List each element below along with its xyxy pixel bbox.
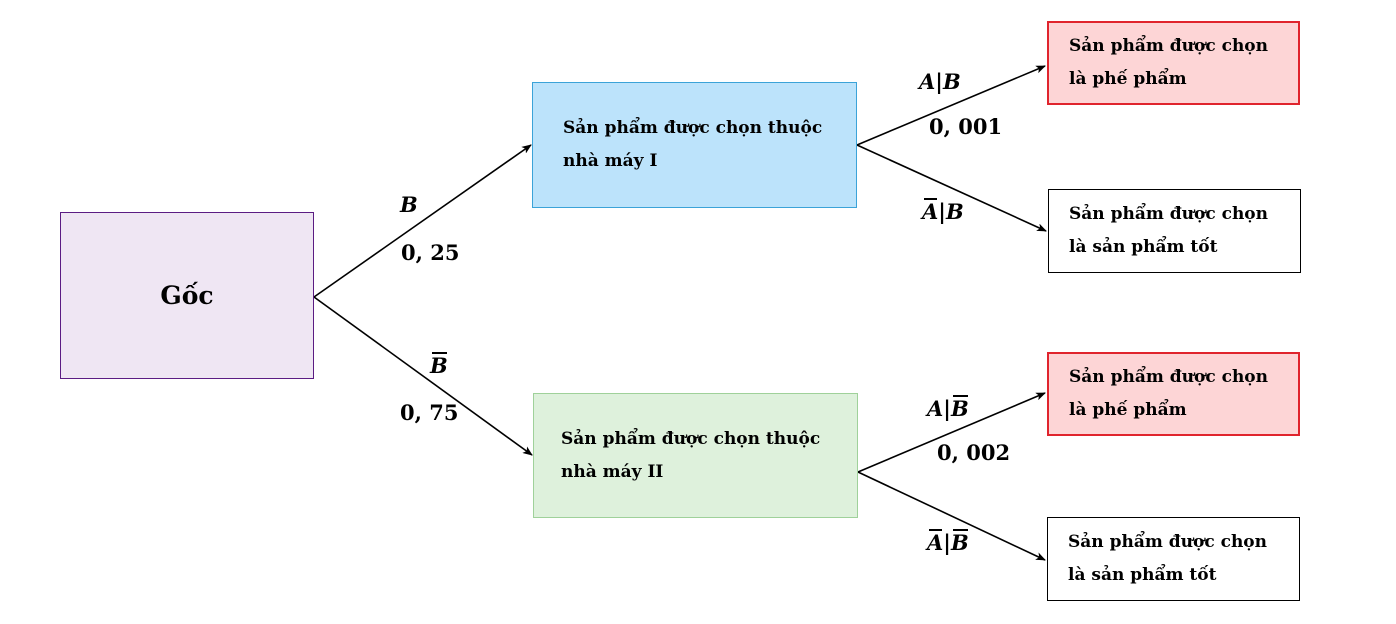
edge-label-abar-given-b: A|B <box>922 198 964 224</box>
leaf-factory1-good: Sản phẩm được chọn là sản phẩm tốt <box>1048 189 1301 273</box>
edge-label-b-bar-event: B <box>430 352 448 378</box>
label-abar-given-bbar-sep: | <box>943 530 951 555</box>
leaf-1-line2: là phế phẩm <box>1069 69 1187 89</box>
node-factory-1: Sản phẩm được chọn thuộc nhà máy I <box>532 82 857 208</box>
node-factory-2-line2: nhà máy II <box>561 461 664 482</box>
label-abar-given-b-a: A <box>922 198 939 224</box>
edge-label-a-given-b: A|B <box>919 69 961 94</box>
edge-label-b-bar: B <box>430 352 448 378</box>
root-label: Gốc <box>160 281 214 310</box>
label-abar-given-b-b: B <box>945 199 964 224</box>
leaf-2-line1: Sản phẩm được chọn <box>1069 204 1269 224</box>
root-node: Gốc <box>60 212 314 379</box>
leaf-factory2-defect: Sản phẩm được chọn là phế phẩm <box>1047 352 1300 436</box>
label-a-given-b-sep: | <box>935 69 943 94</box>
leaf-2-line2: là sản phẩm tốt <box>1069 237 1218 257</box>
node-factory-2-line1: Sản phẩm được chọn thuộc <box>561 428 821 449</box>
leaf-3-line1: Sản phẩm được chọn <box>1069 367 1269 387</box>
edge-factory1-defect <box>856 65 1046 146</box>
node-factory-1-line1: Sản phẩm được chọn thuộc <box>563 118 823 138</box>
leaf-factory1-defect: Sản phẩm được chọn là phế phẩm <box>1047 21 1300 105</box>
edge-prob-0002: 0, 002 <box>937 440 1011 465</box>
edge-label-b: B <box>400 192 418 217</box>
label-a-given-bbar-a: A <box>927 396 944 421</box>
edge-label-a-given-bbar: A|B <box>927 395 969 421</box>
label-a-given-b-a: A <box>919 69 936 94</box>
label-abar-given-bbar-a: A <box>927 529 944 555</box>
leaf-4-line2: là sản phẩm tốt <box>1068 565 1217 585</box>
edge-factory2-defect <box>857 392 1046 473</box>
edge-root-factory2 <box>313 296 533 456</box>
node-factory-1-line2: nhà máy I <box>563 151 658 171</box>
label-abar-given-b-sep: | <box>938 199 946 224</box>
label-a-given-b-b: B <box>942 69 961 94</box>
edge-prob-0001: 0, 001 <box>929 114 1003 139</box>
leaf-4-line1: Sản phẩm được chọn <box>1068 532 1268 552</box>
edge-label-abar-given-bbar: A|B <box>927 529 969 555</box>
leaf-3-line2: là phế phẩm <box>1069 400 1187 420</box>
edge-root-factory1 <box>313 144 532 298</box>
edge-prob-025: 0, 25 <box>401 240 460 265</box>
edge-factory2-good <box>857 471 1046 561</box>
edge-factory1-good <box>856 144 1047 232</box>
edge-prob-075: 0, 75 <box>400 400 459 425</box>
label-abar-given-bbar-b: B <box>950 529 969 555</box>
leaf-factory2-good: Sản phẩm được chọn là sản phẩm tốt <box>1047 517 1300 601</box>
label-a-given-bbar-b: B <box>950 395 969 421</box>
leaf-1-line1: Sản phẩm được chọn <box>1069 36 1269 56</box>
node-factory-2: Sản phẩm được chọn thuộc nhà máy II <box>533 393 858 518</box>
label-a-given-bbar-sep: | <box>943 396 951 421</box>
edge-label-b-event: B <box>400 192 418 217</box>
